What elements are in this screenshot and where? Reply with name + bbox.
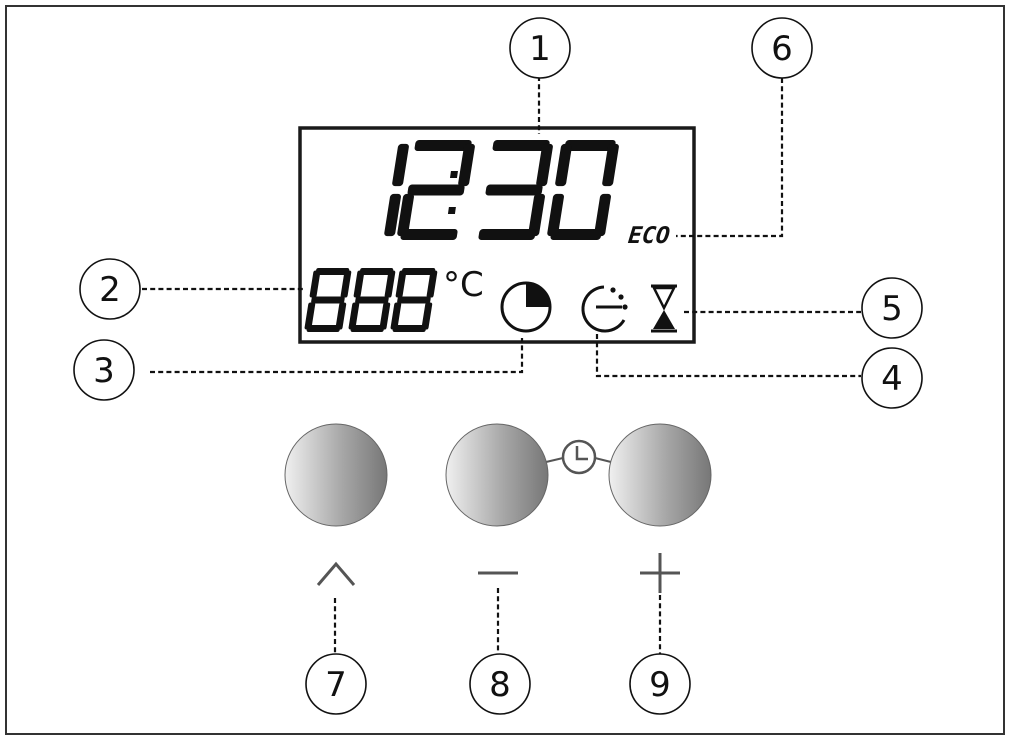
segment-f	[309, 270, 321, 298]
chevron-up-icon	[316, 561, 356, 586]
callout-6: 6	[751, 17, 813, 79]
svg-text:5: 5	[881, 289, 903, 329]
segment-d	[392, 325, 427, 332]
segment-g	[397, 296, 431, 304]
segment-g	[485, 184, 543, 196]
svg-text:9: 9	[649, 665, 671, 705]
clock-icon	[545, 439, 612, 475]
segment-c	[335, 302, 347, 330]
eco-label: ECO	[627, 223, 671, 249]
cooking-duration-icon	[500, 281, 552, 333]
temperature-digit	[304, 268, 352, 332]
segment-a	[564, 140, 616, 151]
end-of-cooking-icon	[581, 285, 628, 333]
segment-f	[353, 270, 365, 298]
plus-button[interactable]	[608, 423, 712, 527]
time-digit	[384, 143, 409, 237]
segment-a	[492, 140, 550, 151]
segment-b	[536, 143, 553, 187]
leader-lines	[142, 76, 861, 654]
segment-b	[426, 270, 438, 298]
callout-5: 5	[861, 277, 923, 339]
time-digit	[397, 140, 475, 240]
segment-c	[528, 193, 545, 237]
segment-e	[397, 193, 414, 237]
segment-a	[401, 268, 436, 275]
segment-d	[478, 229, 536, 240]
segment-d	[306, 325, 341, 332]
segment-c	[379, 302, 391, 330]
timer-hourglass-icon	[651, 284, 677, 333]
leader-4	[595, 334, 861, 378]
segment-e	[348, 302, 360, 330]
panel-border	[5, 5, 1005, 735]
svg-text:3: 3	[93, 351, 115, 391]
leader-3	[150, 338, 524, 374]
svg-text:2: 2	[99, 270, 121, 310]
segment-g	[355, 296, 389, 304]
plus-icon	[640, 553, 680, 593]
callout-1: 1	[509, 17, 571, 79]
svg-text:4: 4	[881, 359, 903, 399]
temperature-digit	[348, 268, 396, 332]
callout-9: 9	[629, 653, 691, 715]
callout-4: 4	[861, 347, 923, 409]
svg-text:8: 8	[489, 665, 511, 705]
segment-b	[384, 270, 396, 298]
segment-b	[458, 143, 475, 187]
segment-b	[602, 143, 619, 187]
callout-3: 3	[73, 339, 135, 401]
svg-text:7: 7	[325, 665, 347, 705]
time-readout	[384, 140, 619, 240]
segment-d	[550, 229, 602, 240]
segment-g	[407, 184, 465, 196]
temperature-digit	[390, 268, 438, 332]
segment-e	[304, 302, 316, 330]
segment-a	[315, 268, 350, 275]
segment-a	[414, 140, 472, 151]
temperature-unit: °C	[443, 265, 484, 305]
time-colon	[447, 171, 458, 214]
callout-2: 2	[79, 258, 141, 320]
segment-f	[555, 143, 572, 187]
minus-button[interactable]	[445, 423, 549, 527]
segment-d	[350, 325, 385, 332]
svg-text:6: 6	[771, 29, 793, 69]
segment-f	[395, 270, 407, 298]
segment-c	[384, 193, 401, 237]
temperature-readout	[304, 268, 438, 332]
segment-e	[547, 193, 564, 237]
callout-8: 8	[469, 653, 531, 715]
time-digit	[547, 140, 619, 240]
svg-text:1: 1	[529, 29, 551, 69]
segment-a	[359, 268, 394, 275]
segment-b	[340, 270, 352, 298]
segment-c	[421, 302, 433, 330]
time-digit	[478, 140, 553, 240]
segment-d	[400, 229, 458, 240]
segment-g	[311, 296, 345, 304]
callout-7: 7	[305, 653, 367, 715]
segment-e	[390, 302, 402, 330]
select-button[interactable]	[284, 423, 388, 527]
segment-c	[594, 193, 611, 237]
segment-b	[392, 143, 409, 187]
leader-6	[676, 78, 784, 238]
